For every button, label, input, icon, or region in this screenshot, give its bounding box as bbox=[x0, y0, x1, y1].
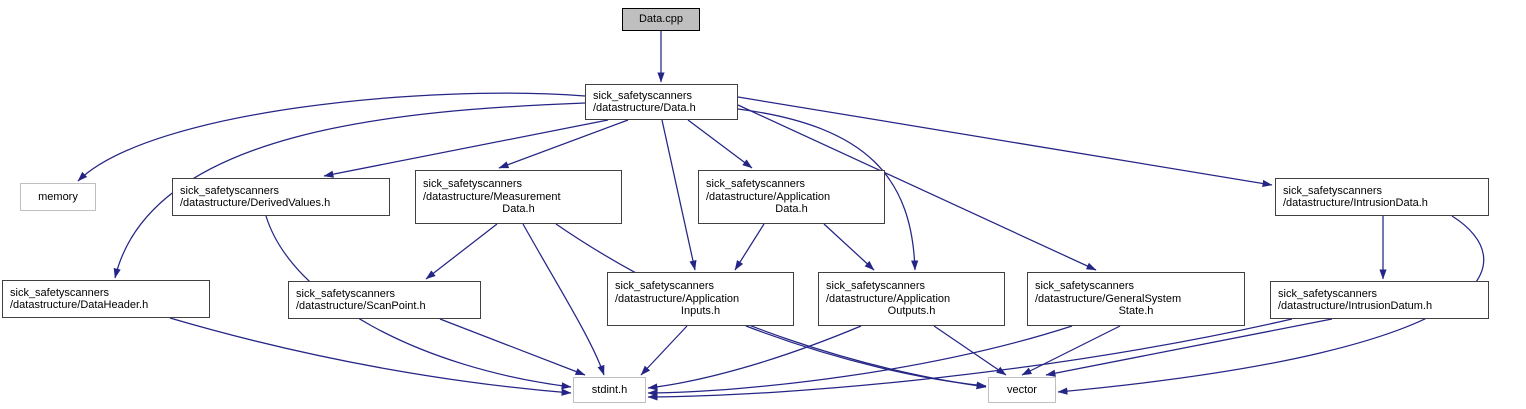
node-label-line: sick_safetyscanners bbox=[706, 178, 806, 191]
edge-measurementdata-to-stdint bbox=[522, 223, 605, 376]
node-label-line: sick_safetyscanners bbox=[423, 178, 523, 191]
node-label-line: /datastructure/GeneralSystem bbox=[1035, 292, 1182, 305]
node-label-line: State.h bbox=[1118, 305, 1154, 318]
node-generalsystemstate[interactable]: sick_safetyscanners/datastructure/Genera… bbox=[1027, 272, 1245, 326]
node-label-line: /datastructure/Application bbox=[706, 190, 831, 203]
node-label-line: stdint.h bbox=[591, 383, 628, 396]
node-stdint: stdint.h bbox=[573, 377, 646, 403]
edge-applicationdata-to-applicationinputs bbox=[734, 223, 765, 271]
edge-generalsystemstate-to-vector bbox=[1021, 325, 1121, 376]
node-label-line: sick_safetyscanners bbox=[180, 184, 280, 197]
edge-data-h-to-dataheader bbox=[113, 102, 586, 279]
node-label-line: Data.cpp bbox=[638, 13, 684, 26]
node-label-line: /datastructure/ScanPoint.h bbox=[296, 300, 426, 312]
node-applicationdata[interactable]: sick_safetyscanners/datastructure/Applic… bbox=[698, 170, 885, 224]
node-measurementdata[interactable]: sick_safetyscanners/datastructure/Measur… bbox=[415, 170, 622, 224]
node-label-line: sick_safetyscanners bbox=[1283, 184, 1383, 197]
edge-data-h-to-applicationoutputs bbox=[737, 108, 919, 271]
edge-applicationinputs-to-vector bbox=[745, 325, 987, 389]
edge-data-h-to-applicationdata bbox=[687, 119, 753, 169]
node-label-line: sick_safetyscanners bbox=[1278, 287, 1378, 300]
node-dataheader[interactable]: sick_safetyscanners/datastructure/DataHe… bbox=[2, 280, 210, 318]
node-memory: memory bbox=[20, 183, 96, 211]
edge-data-h-to-intrusiondata bbox=[737, 96, 1273, 188]
node-label-line: Outputs.h bbox=[887, 305, 936, 318]
edge-generalsystemstate-to-stdint bbox=[647, 325, 1073, 397]
edge-scanpoint-to-stdint bbox=[439, 318, 586, 376]
edge-applicationoutputs-to-vector bbox=[933, 325, 1007, 376]
node-label-line: Data.h bbox=[502, 203, 535, 216]
edge-data-h-to-derivedvalues bbox=[323, 119, 609, 178]
edge-dataheader-to-stdint bbox=[169, 317, 572, 396]
node-label-line: sick_safetyscanners bbox=[10, 286, 110, 299]
node-label-line: sick_safetyscanners bbox=[296, 287, 396, 300]
node-derivedvalues[interactable]: sick_safetyscanners/datastructure/Derive… bbox=[172, 178, 390, 216]
node-applicationinputs[interactable]: sick_safetyscanners/datastructure/Applic… bbox=[607, 272, 794, 326]
edge-applicationoutputs-to-stdint bbox=[647, 325, 862, 391]
edge-applicationdata-to-applicationoutputs bbox=[823, 223, 875, 271]
edge-data-h-to-applicationinputs bbox=[661, 119, 697, 271]
node-scanpoint[interactable]: sick_safetyscanners/datastructure/ScanPo… bbox=[288, 281, 481, 319]
edge-measurementdata-to-scanpoint bbox=[425, 223, 498, 280]
edge-data-h-to-generalsystemstate bbox=[737, 104, 1097, 271]
node-label-line: /datastructure/IntrusionData.h bbox=[1283, 197, 1428, 209]
node-label-line: sick_safetyscanners bbox=[1035, 280, 1135, 293]
node-label-line: /datastructure/Measurement bbox=[423, 190, 561, 203]
edge-derivedvalues-to-stdint bbox=[265, 215, 572, 390]
node-data-cpp: Data.cpp bbox=[622, 8, 700, 31]
edge-data-h-to-measurementdata bbox=[498, 119, 629, 169]
node-label-line: sick_safetyscanners bbox=[593, 89, 693, 102]
node-label-line: memory bbox=[38, 190, 78, 203]
edge-intrusiondatum-to-stdint bbox=[647, 318, 1293, 401]
node-label-line: vector bbox=[1007, 383, 1037, 396]
node-label-line: sick_safetyscanners bbox=[826, 280, 926, 293]
node-label-line: /datastructure/Application bbox=[826, 292, 951, 305]
node-label-line: /datastructure/Data.h bbox=[593, 102, 696, 114]
node-vector: vector bbox=[988, 377, 1056, 403]
node-applicationoutputs[interactable]: sick_safetyscanners/datastructure/Applic… bbox=[818, 272, 1005, 326]
edge-applicationinputs-to-stdint bbox=[640, 325, 688, 376]
node-label-line: /datastructure/Application bbox=[615, 292, 740, 305]
node-intrusiondata[interactable]: sick_safetyscanners/datastructure/Intrus… bbox=[1275, 178, 1489, 216]
edge-intrusiondatum-to-vector bbox=[1045, 318, 1333, 377]
node-label-line: sick_safetyscanners bbox=[615, 280, 715, 293]
node-label-line: /datastructure/DataHeader.h bbox=[10, 299, 149, 311]
edge-data-h-to-memory bbox=[77, 92, 586, 182]
node-intrusiondatum[interactable]: sick_safetyscanners/datastructure/Intrus… bbox=[1270, 281, 1489, 319]
node-label-line: /datastructure/IntrusionDatum.h bbox=[1278, 300, 1433, 312]
node-label-line: /datastructure/DerivedValues.h bbox=[180, 197, 331, 209]
node-label-line: Inputs.h bbox=[680, 305, 721, 318]
node-data-h[interactable]: sick_safetyscanners/datastructure/Data.h bbox=[585, 84, 738, 120]
node-label-line: Data.h bbox=[775, 203, 808, 216]
